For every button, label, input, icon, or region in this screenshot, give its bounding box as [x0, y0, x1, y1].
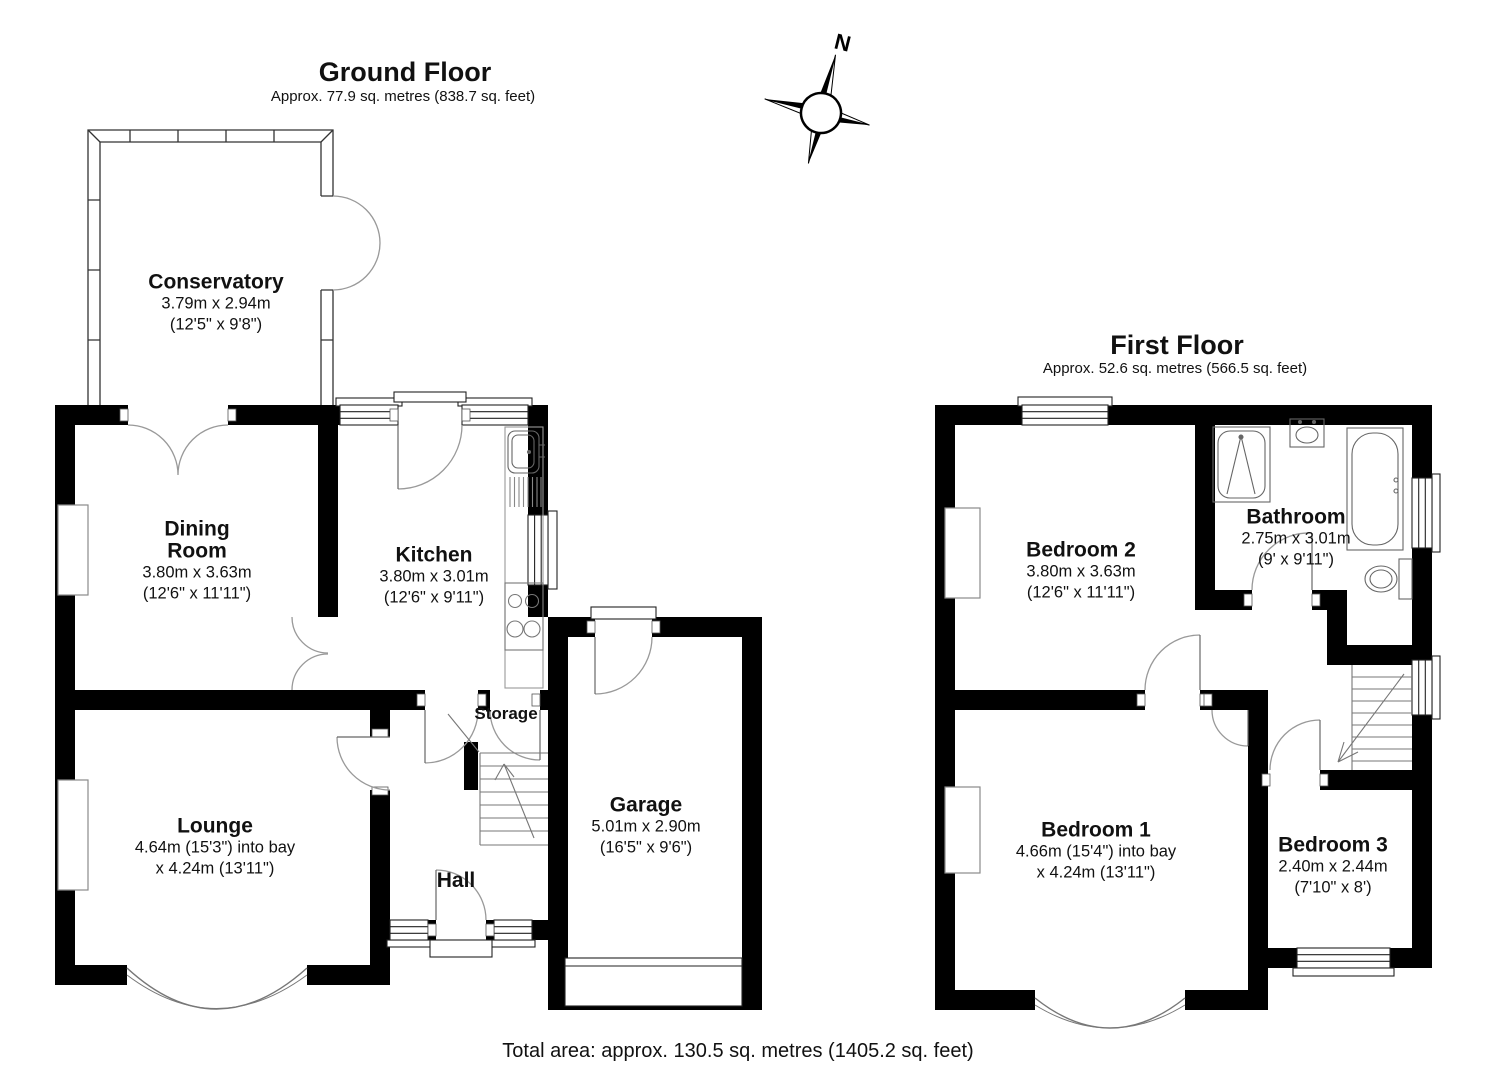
bathroom-sink-icon — [1289, 418, 1325, 448]
room-dims-imperial: x 4.24m (13'11") — [1036, 863, 1156, 882]
ground-floor-walls — [55, 405, 762, 1010]
room-label-conservatory: Conservatory 3.79m x 2.94m (12'5" x 9'8"… — [148, 271, 283, 334]
room-label-lounge: Lounge 4.64m (15'3") into bay x 4.24m (1… — [135, 815, 295, 878]
room-name: Hall — [436, 868, 476, 892]
stairs-first-icon — [1337, 665, 1412, 770]
door-leaves — [337, 425, 1321, 920]
ground-floor-title: Ground Floor — [318, 57, 492, 87]
room-name: Conservatory — [148, 270, 284, 294]
room-label-hall: Hall — [436, 868, 476, 892]
room-dims-imperial: (12'5" x 9'8") — [169, 315, 263, 334]
room-dims-metric: 4.66m (15'4") into bay — [1015, 842, 1177, 861]
compass-north-label: N — [832, 29, 853, 57]
kitchen-fixtures — [504, 426, 545, 689]
room-name: Bedroom 1 — [1041, 818, 1151, 842]
room-name: Lounge — [177, 814, 253, 838]
room-name: Garage — [609, 793, 683, 817]
kitchen-stove-icon — [504, 582, 544, 651]
bay-windows — [126, 967, 1186, 1029]
room-dims-metric: 2.40m x 2.44m — [1278, 857, 1388, 876]
bathroom-fixtures — [1212, 418, 1413, 600]
kitchen-drainer-icon — [509, 477, 542, 507]
shower-icon — [1212, 426, 1271, 503]
room-label-bedroom-1: Bedroom 1 4.66m (15'4") into bay x 4.24m… — [1016, 819, 1176, 882]
first-floor-walls — [935, 405, 1432, 1010]
room-label-kitchen: Kitchen 3.80m x 3.01m (12'6" x 9'11") — [379, 544, 488, 607]
room-label-storage: Storage — [474, 705, 537, 723]
total-area-text: Total area: approx. 130.5 sq. metres (14… — [502, 1040, 974, 1062]
room-label-bathroom: Bathroom 2.75m x 3.01m (9' x 9'11") — [1241, 506, 1350, 569]
door-swings — [127, 195, 1321, 921]
room-name: Dining Room — [164, 517, 230, 563]
room-dims-imperial: (7'10" x 8') — [1294, 878, 1372, 897]
wall-recesses — [57, 504, 981, 891]
compass-icon: N — [764, 29, 870, 164]
room-dims-imperial: (12'6" x 9'11") — [383, 588, 485, 607]
room-dims-metric: 5.01m x 2.90m — [591, 817, 701, 836]
room-name: Bedroom 2 — [1026, 538, 1136, 562]
room-dims-imperial: (12'6" x 11'11") — [1026, 583, 1136, 602]
room-dims-imperial: (12'6" x 11'11") — [142, 584, 252, 603]
room-dims-metric: 3.79m x 2.94m — [161, 294, 271, 313]
room-label-dining-room: Dining Room 3.80m x 3.63m (12'6" x 11'11… — [137, 518, 257, 603]
room-name: Bathroom — [1246, 505, 1346, 529]
room-dims-metric: 4.64m (15'3") into bay — [134, 838, 296, 857]
kitchen-sink-icon — [507, 430, 545, 474]
room-dims-metric: 3.80m x 3.01m — [379, 567, 489, 586]
room-dims-metric: 2.75m x 3.01m — [1241, 529, 1351, 548]
room-dims-imperial: (16'5" x 9'6") — [599, 838, 693, 857]
first-floor-title: First Floor — [1110, 330, 1244, 360]
toilet-icon — [1364, 558, 1413, 600]
room-label-garage: Garage 5.01m x 2.90m (16'5" x 9'6") — [591, 794, 700, 857]
stairs-ground-icon — [447, 713, 548, 846]
room-name: Kitchen — [395, 543, 473, 567]
room-label-bedroom-2: Bedroom 2 3.80m x 3.63m (12'6" x 11'11") — [1026, 539, 1136, 602]
room-dims-metric: 3.80m x 3.63m — [142, 563, 252, 582]
room-name: Bedroom 3 — [1278, 833, 1388, 857]
conservatory-glass-walls — [87, 129, 334, 405]
room-label-bedroom-3: Bedroom 3 2.40m x 2.44m (7'10" x 8') — [1278, 834, 1388, 897]
room-dims-imperial: x 4.24m (13'11") — [155, 859, 275, 878]
room-dims-imperial: (9' x 9'11") — [1257, 550, 1335, 569]
ground-floor-subtitle: Approx. 77.9 sq. metres (838.7 sq. feet) — [270, 88, 536, 105]
windows — [335, 391, 1441, 1007]
bathtub-icon — [1346, 427, 1404, 551]
room-dims-metric: 3.80m x 3.63m — [1026, 562, 1136, 581]
room-name: Storage — [474, 704, 538, 724]
first-floor-subtitle: Approx. 52.6 sq. metres (566.5 sq. feet) — [1042, 360, 1308, 377]
